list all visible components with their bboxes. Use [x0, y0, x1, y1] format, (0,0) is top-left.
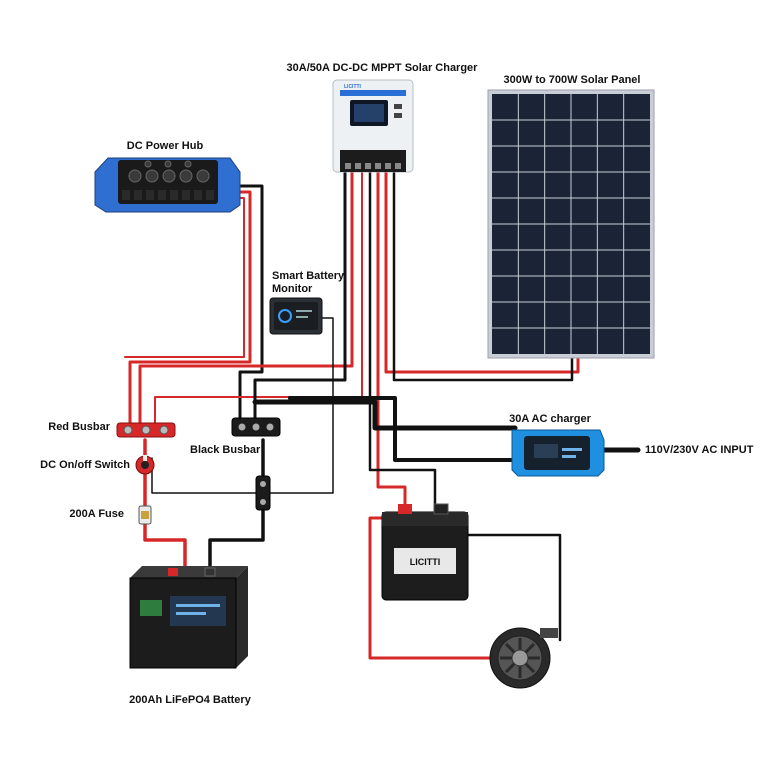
wires	[124, 170, 641, 660]
hub-sockets	[128, 160, 210, 183]
label-dc-switch: DC On/off Switch	[40, 459, 130, 471]
hub-terminals	[122, 190, 214, 200]
wire-solar-red	[384, 170, 580, 374]
mppt-brand: LICITTI	[344, 84, 362, 90]
label-battery-monitor: Smart Battery Monitor	[272, 270, 345, 295]
dc-switch-device	[135, 455, 155, 475]
starter-battery-device: LICITTI	[381, 503, 469, 601]
label-fuse: 200A Fuse	[69, 508, 124, 520]
wire-hub-red-1	[128, 190, 252, 427]
ac-charger-device	[511, 429, 605, 477]
wire-hub-black	[236, 184, 264, 422]
solar-panel-grid	[492, 94, 650, 354]
lifepo4-battery-device	[129, 566, 248, 669]
label-ac-charger: 30A AC charger	[509, 413, 591, 425]
black-busbar-device	[231, 417, 281, 437]
mppt-terminals	[345, 163, 401, 169]
label-mppt: 30A/50A DC-DC MPPT Solar Charger	[286, 62, 478, 74]
starter-battery-brand: LICITTI	[410, 557, 441, 567]
label-ac-input: 110V/230V AC INPUT	[645, 444, 754, 456]
wire-mppt-black-start	[368, 170, 437, 522]
wire-mppt-black	[253, 170, 347, 422]
wire-ac-charger-return	[288, 396, 517, 462]
wire-ac-charger-black	[252, 399, 518, 431]
battery-monitor-device	[269, 297, 323, 335]
wire-solar-black	[392, 170, 574, 382]
label-solar-panel: 300W to 700W Solar Panel	[503, 74, 641, 86]
shunt-device	[255, 475, 271, 511]
solar-panel	[487, 89, 655, 359]
wire-red-busbar-battery	[143, 438, 187, 572]
wire-hub-red-2	[124, 197, 245, 358]
mppt-charger: LICITTI	[332, 79, 414, 173]
fuse-device	[138, 505, 152, 525]
wire-mppt-red-start	[376, 170, 407, 522]
alternator-device	[489, 627, 558, 689]
label-battery: 200Ah LiFePO4 Battery	[129, 694, 251, 706]
wire-monitor	[151, 317, 334, 494]
label-black-busbar: Black Busbar	[190, 444, 261, 456]
label-red-busbar: Red Busbar	[48, 421, 110, 433]
wire-mppt-red-b	[154, 171, 363, 426]
wire-mppt-red-a	[138, 170, 354, 427]
wire-black-busbar-battery	[208, 438, 265, 572]
red-busbar-device	[116, 422, 176, 438]
label-power-hub: DC Power Hub	[126, 140, 204, 152]
dc-power-hub	[94, 157, 241, 213]
